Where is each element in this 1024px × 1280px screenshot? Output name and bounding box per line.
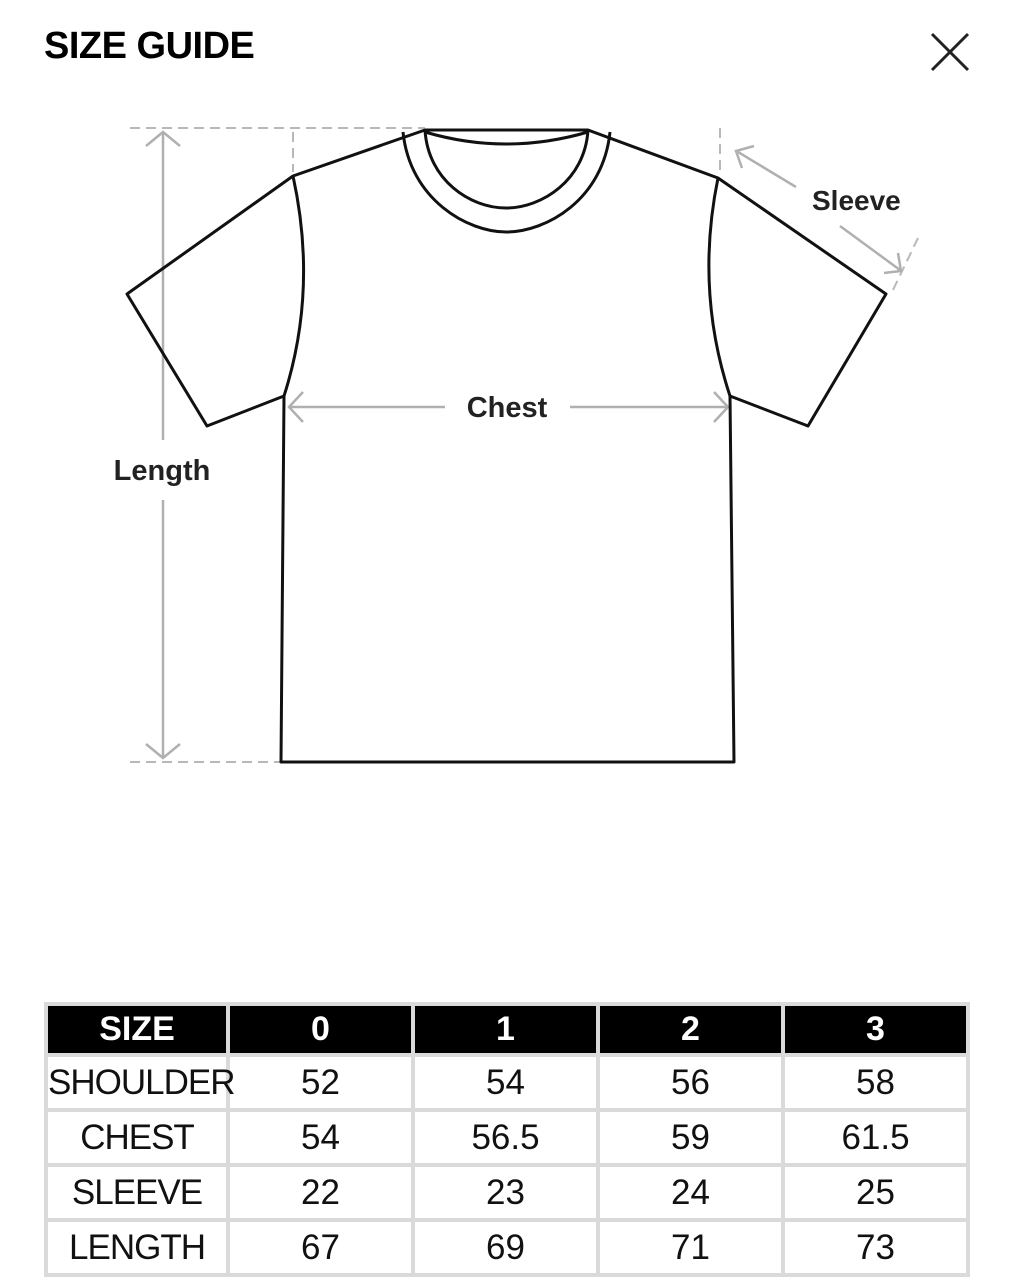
table-cell: 61.5	[785, 1112, 970, 1167]
sleeve-arrow	[734, 144, 903, 275]
table-cell: 58	[785, 1057, 970, 1112]
column-header: 2	[600, 1002, 785, 1057]
row-label: SLEEVE	[44, 1167, 230, 1222]
column-header: 1	[415, 1002, 600, 1057]
guide-lines	[130, 127, 919, 763]
table-cell: 67	[230, 1222, 415, 1277]
close-button[interactable]	[922, 24, 978, 80]
tshirt-outline	[125, 128, 888, 764]
column-header: 3	[785, 1002, 970, 1057]
table-row: SLEEVE 22 23 24 25	[44, 1167, 970, 1222]
table-header-row: SIZE 0 1 2 3	[44, 1002, 970, 1057]
table-row: CHEST 54 56.5 59 61.5	[44, 1112, 970, 1167]
table-cell: 71	[600, 1222, 785, 1277]
row-label: CHEST	[44, 1112, 230, 1167]
size-chart-table: SIZE 0 1 2 3 SHOULDER 52 54 56 58 CHEST …	[44, 1002, 970, 1277]
column-header: SIZE	[44, 1002, 230, 1057]
table-cell: 73	[785, 1222, 970, 1277]
table-cell: 59	[600, 1112, 785, 1167]
length-arrow	[145, 130, 181, 760]
table-cell: 22	[230, 1167, 415, 1222]
row-label: SHOULDER	[44, 1057, 235, 1112]
table-cell: 56.5	[415, 1112, 600, 1167]
sleeve-label: Sleeve	[812, 185, 901, 216]
page-title: SIZE GUIDE	[44, 25, 255, 67]
chest-label: Chest	[467, 392, 548, 424]
table-cell: 24	[600, 1167, 785, 1222]
column-header: 0	[230, 1002, 415, 1057]
row-label: LENGTH	[44, 1222, 230, 1277]
table-cell: 23	[415, 1167, 600, 1222]
tshirt-measurement-diagram: Sleeve Chest Length	[114, 127, 919, 764]
table-cell: 25	[785, 1167, 970, 1222]
chest-arrow	[287, 391, 730, 423]
table-cell: 54	[230, 1112, 415, 1167]
length-label: Length	[114, 455, 211, 487]
table-row: SHOULDER 52 54 56 58	[44, 1057, 970, 1112]
table-row: LENGTH 67 69 71 73	[44, 1222, 970, 1277]
table-cell: 69	[415, 1222, 600, 1277]
table-cell: 52	[230, 1057, 415, 1112]
close-icon	[930, 32, 970, 72]
table-cell: 56	[600, 1057, 785, 1112]
table-cell: 54	[415, 1057, 600, 1112]
